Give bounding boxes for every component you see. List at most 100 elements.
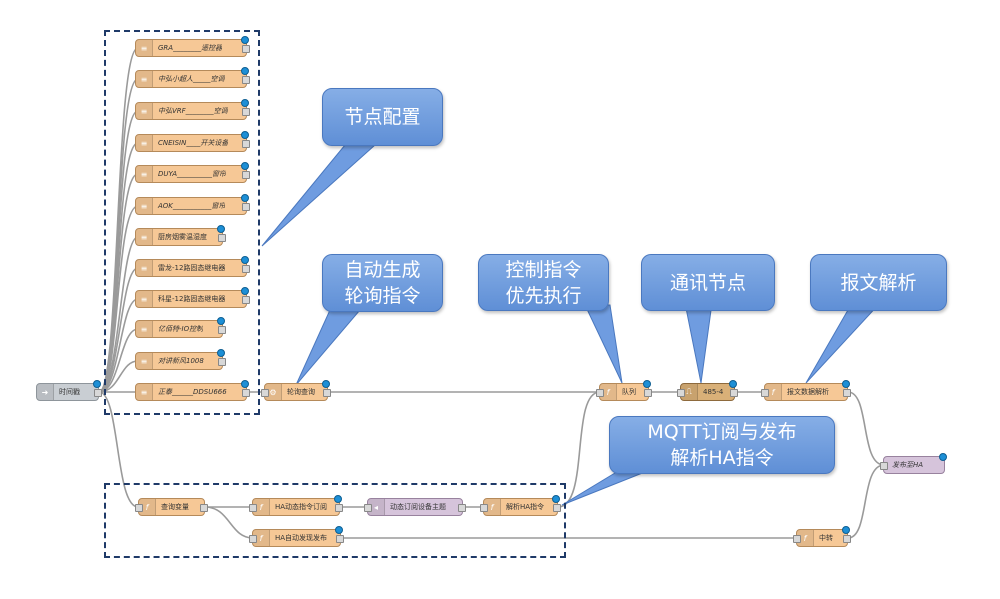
output-port[interactable] [200, 504, 208, 512]
callout-text: 报文解析 [840, 271, 917, 294]
function-icon: f [253, 499, 270, 515]
gear-icon: ⚙ [265, 384, 282, 400]
publish-ha-node[interactable]: 发布至HA [880, 453, 947, 474]
node-label: 动态订阅设备主题 [390, 503, 446, 511]
timestamp-node[interactable]: ➜ 时间戳 [36, 380, 102, 401]
input-port[interactable] [249, 504, 257, 512]
node-label: 解析HA指令 [506, 503, 545, 511]
input-port[interactable] [261, 389, 269, 397]
status-dot [241, 194, 249, 202]
status-dot [241, 67, 249, 75]
output-port[interactable] [242, 108, 250, 116]
output-port[interactable] [242, 265, 250, 273]
output-port[interactable] [242, 171, 250, 179]
config-node-ebyte-io[interactable]: ≡ 亿佰特-IO控制 [135, 317, 226, 338]
config-node-leilong-relay[interactable]: ≡ 雷龙-12路固态继电器 [135, 256, 250, 277]
input-port[interactable] [249, 535, 257, 543]
status-dot [241, 36, 249, 44]
status-dot [217, 349, 225, 357]
output-port[interactable] [458, 504, 466, 512]
input-port[interactable] [677, 389, 685, 397]
callout-text: 控制指令 优先执行 [505, 258, 582, 307]
callout-node-config: 节点配置 [322, 88, 443, 146]
input-port[interactable] [880, 462, 888, 470]
input-port[interactable] [596, 389, 604, 397]
status-dot [93, 380, 101, 388]
status-dot [335, 526, 343, 534]
output-port[interactable] [336, 535, 344, 543]
function-icon: f [600, 384, 617, 400]
output-port[interactable] [242, 45, 250, 53]
relay-node[interactable]: f 中转 [793, 526, 851, 547]
ha-command-subscribe-node[interactable]: f HA动态指令订阅 [249, 495, 343, 516]
template-icon: ≡ [136, 166, 153, 182]
input-port[interactable] [364, 504, 372, 512]
input-port[interactable] [135, 504, 143, 512]
output-port[interactable] [242, 76, 250, 84]
output-port[interactable] [242, 203, 250, 211]
output-port[interactable] [242, 389, 250, 397]
node-label: 雷龙-12路固态继电器 [158, 264, 226, 272]
output-port[interactable] [335, 504, 343, 512]
status-dot [241, 131, 249, 139]
template-icon: ≡ [136, 103, 153, 119]
template-icon: ≡ [136, 291, 153, 307]
input-port[interactable] [761, 389, 769, 397]
mqtt-in-icon: ◂ [368, 499, 385, 515]
output-port[interactable] [553, 504, 561, 512]
output-port[interactable] [843, 535, 851, 543]
output-port[interactable] [242, 140, 250, 148]
node-label: 查询变量 [161, 503, 189, 511]
callout-auto-poll: 自动生成 轮询指令 [322, 254, 443, 312]
status-dot [241, 256, 249, 264]
node-label: 亿佰特-IO控制 [158, 325, 204, 333]
node-label: 中弘小超人_____空调 [158, 75, 225, 83]
template-icon: ≡ [136, 321, 153, 337]
config-node-kitchen-smoke[interactable]: ≡ 厨房烟雾温湿度 [135, 225, 226, 246]
output-port[interactable] [644, 389, 652, 397]
config-node-intercom-fresh-air[interactable]: ≡ 对讲新风1008 [135, 349, 226, 370]
template-icon: ≡ [136, 135, 153, 151]
status-dot [241, 99, 249, 107]
status-dot [241, 162, 249, 170]
template-icon: ≡ [136, 260, 153, 276]
parse-ha-command-node[interactable]: f 解析HA指令 [480, 495, 561, 516]
status-dot [842, 526, 850, 534]
config-node-aok[interactable]: ≡ AOK___________窗帘 [135, 194, 250, 215]
config-node-zhonghong-vrf[interactable]: ≡ 中弘VRF________空调 [135, 99, 250, 120]
output-port[interactable] [730, 389, 738, 397]
node-label: GRA________遥控器 [158, 44, 223, 52]
template-icon: ≡ [136, 198, 153, 214]
output-port[interactable] [242, 296, 250, 304]
parse-message-node[interactable]: f 报文数据解析 [761, 380, 851, 401]
serial-node[interactable]: ⎍ 485-4 [677, 380, 738, 401]
input-port[interactable] [480, 504, 488, 512]
config-node-duya[interactable]: ≡ DUYA__________窗帘 [135, 162, 250, 183]
node-label: DUYA__________窗帘 [158, 170, 227, 178]
output-port[interactable] [94, 389, 102, 397]
function-icon: f [765, 384, 782, 400]
input-port[interactable] [793, 535, 801, 543]
ha-discovery-publish-node[interactable]: f HA自动发现发布 [249, 526, 344, 547]
status-dot [217, 225, 225, 233]
config-node-chint-ddsu666[interactable]: ≡ 正泰______DDSU666 [135, 380, 250, 401]
config-node-zhonghong-superman[interactable]: ≡ 中弘小超人_____空调 [135, 67, 250, 88]
config-node-cneisin[interactable]: ≡ CNEISIN____开关设备 [135, 131, 250, 152]
dynamic-subscribe-topic-node[interactable]: ◂ 动态订阅设备主题 [364, 498, 466, 516]
config-node-gra[interactable]: ≡ GRA________遥控器 [135, 36, 250, 57]
callout-text: 节点配置 [344, 106, 421, 128]
output-port[interactable] [218, 326, 226, 334]
callout-text: 自动生成 轮询指令 [344, 259, 421, 307]
output-port[interactable] [843, 389, 851, 397]
queue-node[interactable]: f 队列 [596, 380, 652, 401]
output-port[interactable] [218, 234, 226, 242]
status-dot [241, 287, 249, 295]
config-node-kexing-relay[interactable]: ≡ 科星-12路固态继电器 [135, 287, 250, 308]
output-port[interactable] [218, 358, 226, 366]
node-label: CNEISIN____开关设备 [158, 139, 229, 147]
callout-priority: 控制指令 优先执行 [478, 254, 609, 311]
output-port[interactable] [323, 389, 331, 397]
query-variable-node[interactable]: f 查询变量 [135, 498, 208, 516]
node-label: 485-4 [703, 388, 724, 396]
poll-query-node[interactable]: ⚙ 轮询查询 [261, 380, 331, 401]
